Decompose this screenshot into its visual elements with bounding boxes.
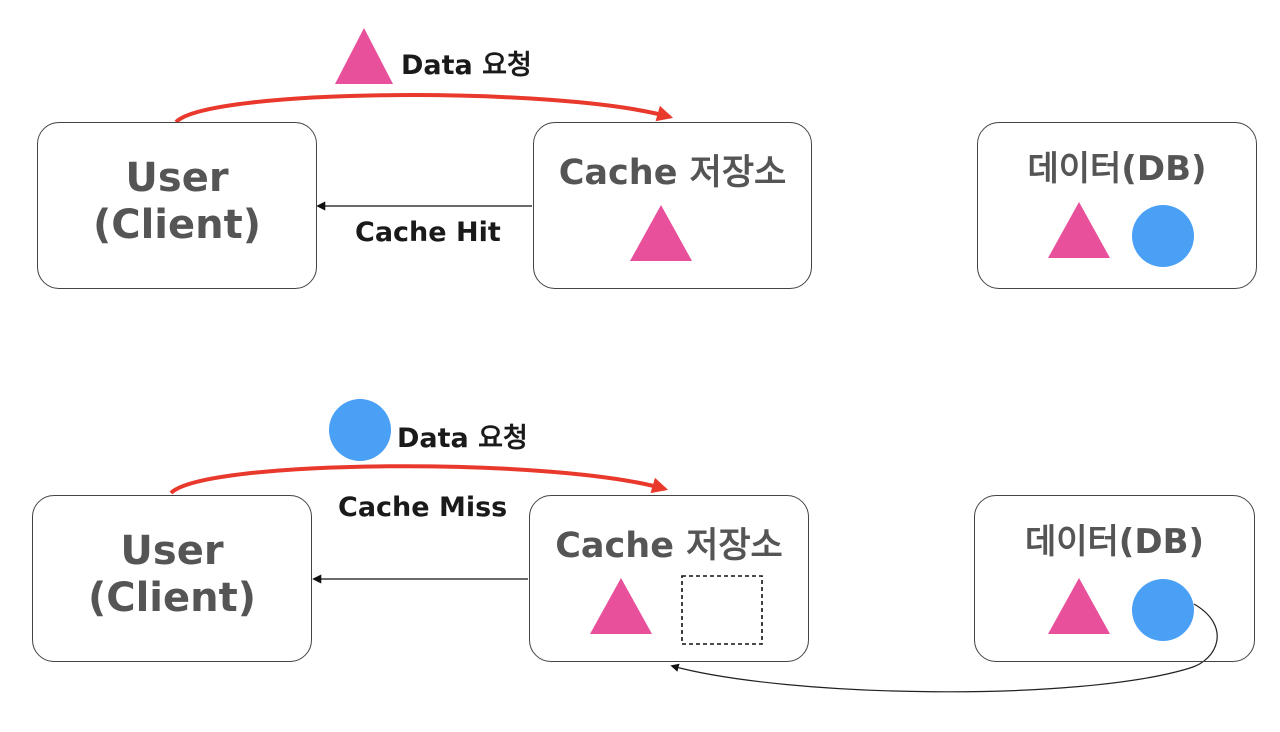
top-request-arrow [174,93,674,124]
top-db-triangle-icon [1048,202,1110,258]
top-data-request-label: Data 요청 [401,50,532,81]
top-cache-hit-label: Cache Hit [355,217,501,248]
bottom-user-client-box: User (Client) [32,495,312,662]
top-user-client-box: User (Client) [37,122,317,289]
top-cache-triangle-icon [630,205,692,261]
bottom-cache-miss-label: Cache Miss [338,492,508,523]
client-subtitle: (Client) [92,202,262,249]
db-to-cache-fetch-arrow [670,603,1218,693]
bottom-db-circle-icon [1132,579,1194,641]
bottom-cache-triangle-icon [590,578,652,634]
user-title: User [120,528,224,574]
client-subtitle: (Client) [87,575,257,622]
bottom-db-box: 데이터(DB) [974,495,1255,662]
top-db-title: 데이터(DB) [1027,149,1207,189]
top-cache-title: Cache 저장소 [558,153,787,193]
top-cache-box: Cache 저장소 [533,122,812,289]
top-db-circle-icon [1132,205,1194,267]
bottom-cache-box: Cache 저장소 [529,495,809,662]
top-user-client-label: User (Client) [38,155,316,249]
bottom-request-circle-icon [329,399,391,461]
bottom-db-triangle-icon [1048,578,1110,634]
bottom-user-client-label: User (Client) [33,528,311,622]
bottom-cache-empty-slot [681,575,763,645]
top-request-triangle-icon [335,28,393,84]
bottom-request-arrow [169,464,669,495]
bottom-cache-title: Cache 저장소 [555,526,783,566]
bottom-data-request-label: Data 요청 [397,423,528,454]
user-title: User [125,155,229,201]
bottom-db-title: 데이터(DB) [1024,522,1205,562]
top-db-box: 데이터(DB) [977,122,1257,289]
